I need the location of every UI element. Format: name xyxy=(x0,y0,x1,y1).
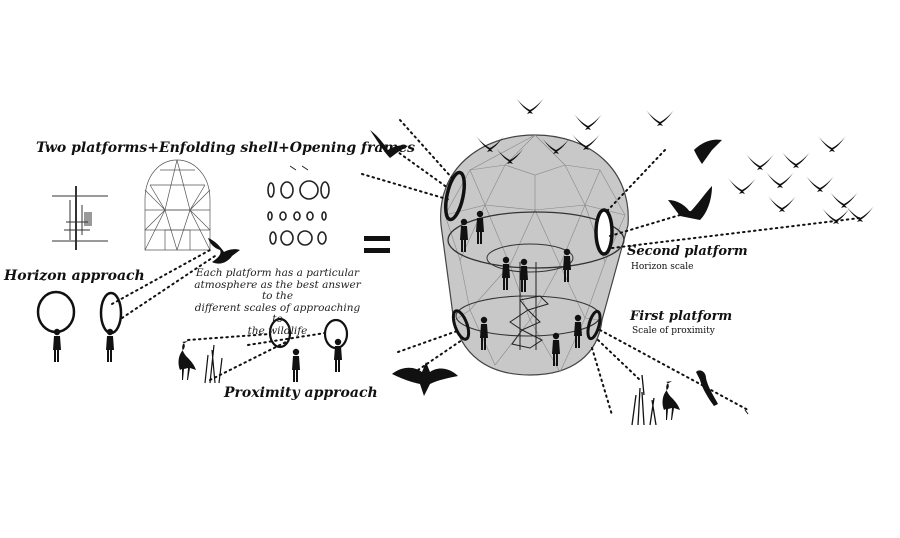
first-platform-title: First platform xyxy=(630,309,733,324)
horizon-approach-label: Horizon approach xyxy=(4,268,145,284)
second-platform-subtitle: Horizon scale xyxy=(631,262,694,272)
second-platform-title: Second platform xyxy=(627,244,748,259)
diagram-heading: Two platforms+Enfolding shell+Opening fr… xyxy=(36,140,416,156)
proximity-approach-label: Proximity approach xyxy=(224,385,378,401)
first-platform-subtitle: Scale of proximity xyxy=(632,326,715,336)
observatory-shell xyxy=(440,134,629,376)
platform-note: Each platform has a particular atmospher… xyxy=(190,267,365,337)
platform-note-line-4: the wildlife xyxy=(247,324,308,337)
wireframe-shell-icon xyxy=(144,159,211,251)
herons-icon xyxy=(631,370,749,426)
sight-lines-left xyxy=(111,249,326,381)
sight-lines-right xyxy=(361,119,861,416)
flock-of-birds xyxy=(370,98,874,224)
equals-sign-icon xyxy=(364,236,390,253)
horizon-approach-figures xyxy=(36,290,123,362)
platform-note-line-1: Each platform has a particular xyxy=(195,267,360,279)
cormorant-icon xyxy=(392,362,458,396)
opening-frames-icon xyxy=(267,165,330,246)
platform-note-line-2: atmosphere as the best answer to the xyxy=(194,278,361,302)
bird-icon xyxy=(208,238,240,264)
section-drawing xyxy=(52,186,108,250)
platform-note-line-3: different scales of approaching to xyxy=(194,301,361,325)
